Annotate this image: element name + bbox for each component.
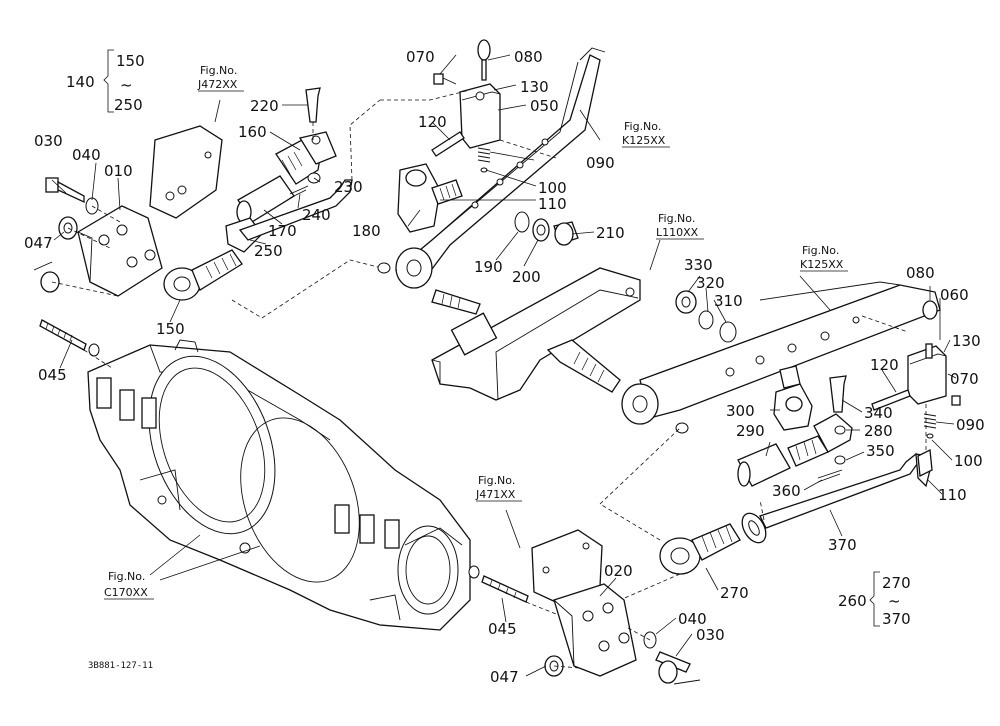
label-310: 310 — [714, 292, 743, 310]
label-090-top: 090 — [586, 154, 615, 172]
lower-arm-center — [431, 267, 737, 401]
label-040-left: 040 — [72, 146, 101, 164]
label-350: 350 — [866, 442, 895, 460]
bottom-bracket-assembly — [468, 529, 701, 685]
label-110-right: 110 — [938, 486, 967, 504]
label-150-range-top: 150 — [116, 52, 145, 70]
label-010: 010 — [104, 162, 133, 180]
label-280: 280 — [864, 422, 893, 440]
label-130-top: 130 — [520, 78, 549, 96]
svg-text:Fig.No.: Fig.No. — [108, 570, 145, 583]
label-210: 210 — [596, 224, 625, 242]
label-360: 360 — [772, 482, 801, 500]
label-080-right: 080 — [906, 264, 935, 282]
label-047-bottom: 047 — [490, 668, 519, 686]
fig-ref-c170: Fig.No. C170XX — [104, 570, 154, 600]
label-070-right: 070 — [950, 370, 979, 388]
label-range-tilde-left: ~ — [120, 76, 133, 94]
label-160: 160 — [238, 123, 267, 141]
label-240: 240 — [302, 206, 331, 224]
label-300: 300 — [726, 402, 755, 420]
label-230: 230 — [334, 178, 363, 196]
label-020: 020 — [604, 562, 633, 580]
right-long-arm — [621, 281, 941, 434]
label-170: 170 — [268, 222, 297, 240]
label-100-right: 100 — [954, 452, 983, 470]
label-130-right: 130 — [952, 332, 981, 350]
label-270-range-top: 270 — [882, 574, 911, 592]
label-070-top: 070 — [406, 48, 435, 66]
svg-text:Fig.No.: Fig.No. — [200, 64, 237, 77]
svg-text:Fig.No.: Fig.No. — [624, 120, 661, 133]
svg-text:L110XX: L110XX — [656, 226, 699, 239]
svg-text:J471XX: J471XX — [475, 488, 516, 501]
label-047-left: 047 — [24, 234, 53, 252]
top-frame-assembly — [349, 39, 606, 289]
range-bracket-left — [103, 49, 114, 113]
label-045-left: 045 — [38, 366, 67, 384]
label-140: 140 — [66, 73, 95, 91]
drawing-code: 3B881-127-11 — [88, 661, 153, 671]
svg-text:J472XX: J472XX — [197, 78, 238, 91]
svg-text:C170XX: C170XX — [104, 586, 148, 599]
svg-text:K125XX: K125XX — [622, 134, 666, 147]
label-340: 340 — [864, 404, 893, 422]
leader-lines — [51, 54, 957, 677]
label-180: 180 — [352, 222, 381, 240]
label-330: 330 — [684, 256, 713, 274]
right-bracket-assembly — [871, 300, 961, 460]
transmission-housing — [87, 339, 471, 631]
label-270: 270 — [720, 584, 749, 602]
label-190: 190 — [474, 258, 503, 276]
fig-ref-l110: Fig.No. L110XX — [656, 212, 704, 240]
svg-text:Fig.No.: Fig.No. — [802, 244, 839, 257]
upper-rod-assembly — [163, 87, 391, 319]
fig-ref-j471: Fig.No. J471XX — [475, 474, 522, 502]
label-250: 250 — [254, 242, 283, 260]
label-220: 220 — [250, 97, 279, 115]
fig-ref-k125-top: Fig.No. K125XX — [622, 120, 670, 148]
left-bracket-assembly — [33, 125, 223, 369]
label-045-bottom: 045 — [488, 620, 517, 638]
label-290: 290 — [736, 422, 765, 440]
figure-references: Fig.No. J472XX Fig.No. K125XX Fig.No. L1… — [104, 64, 848, 600]
label-370: 370 — [828, 536, 857, 554]
label-370-range-bottom: 370 — [882, 610, 911, 628]
label-320: 320 — [696, 274, 725, 292]
label-200: 200 — [512, 268, 541, 286]
label-040-bottom: 040 — [678, 610, 707, 628]
label-030-left: 030 — [34, 132, 63, 150]
label-250-range-bottom: 250 — [114, 96, 143, 114]
fig-ref-j472: Fig.No. J472XX — [197, 64, 244, 92]
label-030-bottom: 030 — [696, 626, 725, 644]
right-rod-assembly — [599, 365, 933, 601]
part-labels: 140 150 ~ 250 030 040 010 047 150 045 22… — [24, 48, 985, 686]
label-260: 260 — [838, 592, 867, 610]
label-120-top: 120 — [418, 113, 447, 131]
svg-text:Fig.No.: Fig.No. — [658, 212, 695, 225]
label-120-right: 120 — [870, 356, 899, 374]
label-150: 150 — [156, 320, 185, 338]
range-bracket-right — [869, 571, 880, 627]
label-060: 060 — [940, 286, 969, 304]
label-090-right: 090 — [956, 416, 985, 434]
svg-text:K125XX: K125XX — [800, 258, 844, 271]
label-110-top: 110 — [538, 195, 567, 213]
svg-text:Fig.No.: Fig.No. — [478, 474, 515, 487]
label-100-top: 100 — [538, 179, 567, 197]
fig-ref-k125-right: Fig.No. K125XX — [800, 244, 848, 272]
label-080-top: 080 — [514, 48, 543, 66]
label-050: 050 — [530, 97, 559, 115]
label-range-tilde-right: ~ — [888, 592, 901, 610]
